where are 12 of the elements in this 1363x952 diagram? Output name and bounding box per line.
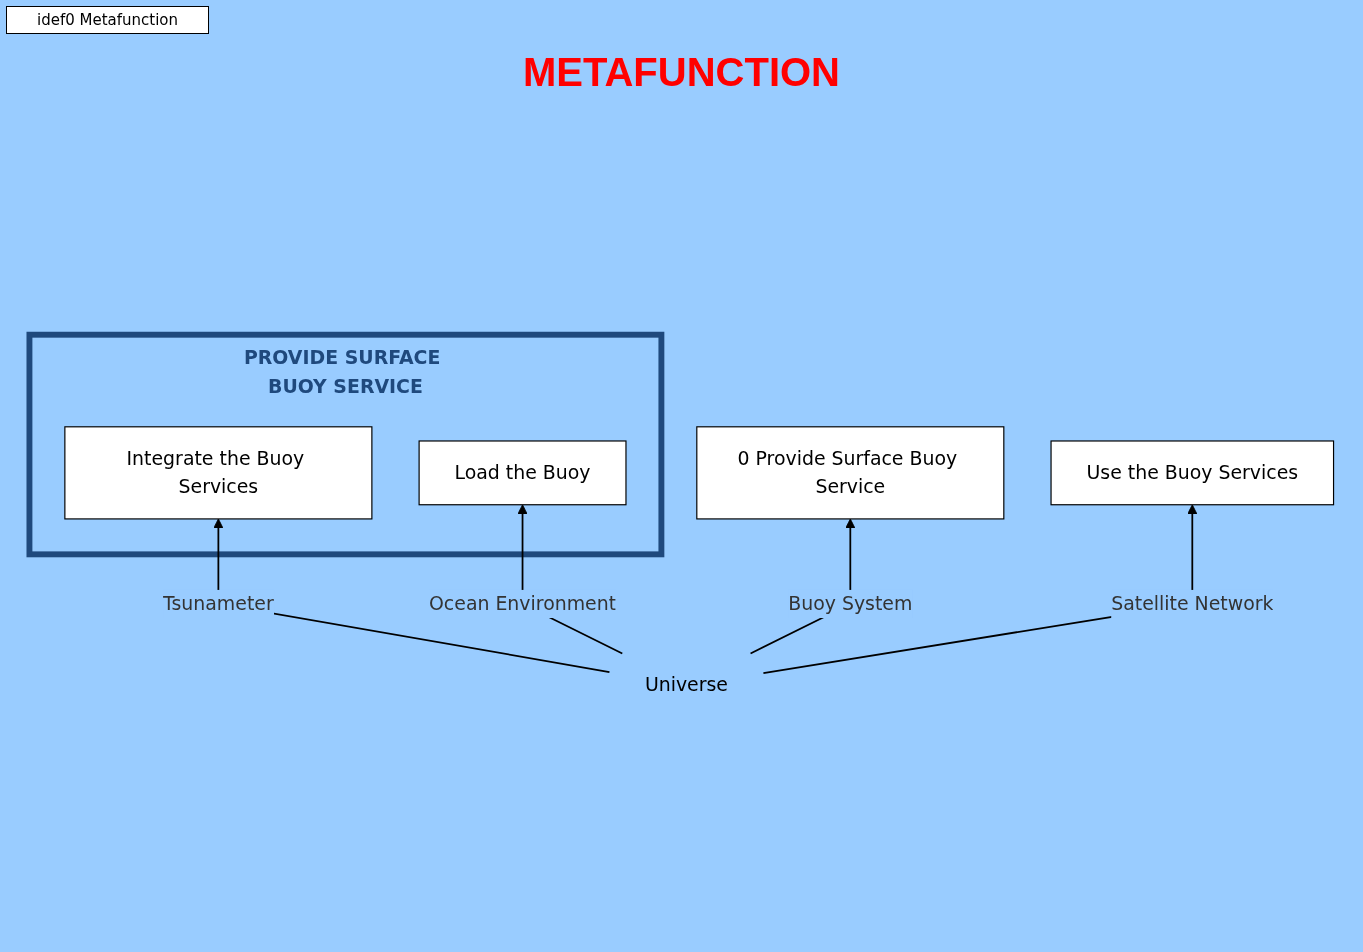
diagram-title: METAFUNCTION — [522, 50, 841, 95]
node-box: Use the Buoy Services — [1050, 440, 1335, 506]
node-box: Load the Buoy — [418, 440, 627, 506]
node-box: 0 Provide Surface Buoy Service — [696, 426, 1005, 520]
edge-label: Tsunameter — [163, 592, 274, 615]
frame-label: idef0 Metafunction — [6, 6, 210, 34]
edge-label: Buoy System — [788, 592, 913, 615]
edge-label: Satellite Network — [1111, 592, 1274, 615]
edge-label: Ocean Environment — [429, 592, 617, 615]
node-box: Integrate the Buoy Services — [64, 426, 373, 520]
node-text: Universe — [644, 673, 728, 697]
arrow — [762, 504, 1198, 674]
